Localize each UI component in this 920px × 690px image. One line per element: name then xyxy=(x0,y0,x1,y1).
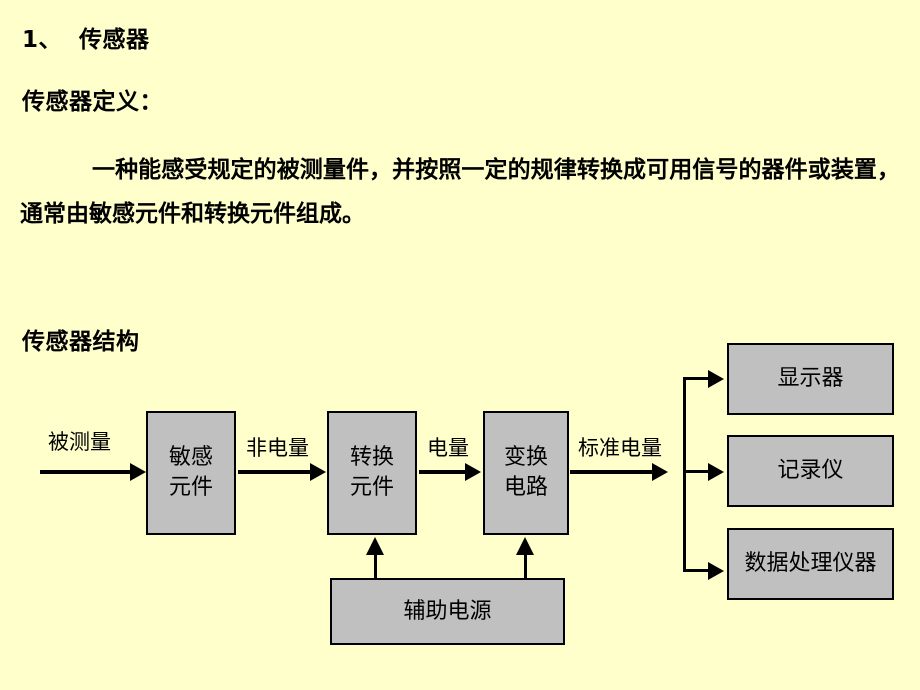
flow-line-transduction-to-conversion xyxy=(419,470,467,474)
flow-line-aux-to-conversion xyxy=(524,553,527,580)
node-transduction-element[interactable]: 转换 元件 xyxy=(327,411,417,535)
flow-line-branch-recorder xyxy=(683,470,711,473)
flow-line-branch-display xyxy=(683,377,711,380)
flow-line-sensing-to-transduction xyxy=(238,470,314,474)
arrow-sensing-to-transduction xyxy=(310,463,326,481)
edge-label-non-electrical-quantity: 非电量 xyxy=(246,436,309,460)
arrow-to-display-device xyxy=(708,370,724,388)
node-auxiliary-power[interactable]: 辅助电源 xyxy=(330,578,565,645)
node-data-processing-device[interactable]: 数据处理仪器 xyxy=(727,528,894,600)
node-recorder-device[interactable]: 记录仪 xyxy=(727,435,894,507)
edge-label-measured-quantity: 被测量 xyxy=(48,430,111,454)
arrow-transduction-to-conversion xyxy=(465,463,481,481)
page-title: 1、 传感器 xyxy=(22,27,150,53)
flow-line-fanout-bus xyxy=(683,377,686,572)
node-display-device[interactable]: 显示器 xyxy=(727,343,894,415)
node-conversion-circuit[interactable]: 变换 电路 xyxy=(483,411,569,535)
arrow-to-data-processing-device xyxy=(708,562,724,580)
flow-line-input xyxy=(40,470,138,474)
structure-heading: 传感器结构 xyxy=(22,329,140,355)
edge-label-standard-electrical-quantity: 标准电量 xyxy=(578,436,662,460)
definition-paragraph: 一种能感受规定的被测量件，并按照一定的规律转换成可用信号的器件或装置，通常由敏感… xyxy=(20,156,900,227)
edge-label-electrical-quantity: 电量 xyxy=(427,436,469,460)
flow-line-aux-to-transduction xyxy=(374,553,377,580)
arrow-conversion-to-fanout xyxy=(652,463,668,481)
arrow-aux-to-transduction xyxy=(366,537,384,555)
node-sensing-element[interactable]: 敏感 元件 xyxy=(146,411,236,535)
arrow-to-recorder-device xyxy=(708,463,724,481)
definition-heading: 传感器定义： xyxy=(22,89,163,115)
flow-line-conversion-to-fanout xyxy=(570,470,658,474)
arrow-input-to-sensing-element xyxy=(130,463,146,481)
arrow-aux-to-conversion xyxy=(516,537,534,555)
flow-line-branch-data-processing xyxy=(683,569,711,572)
